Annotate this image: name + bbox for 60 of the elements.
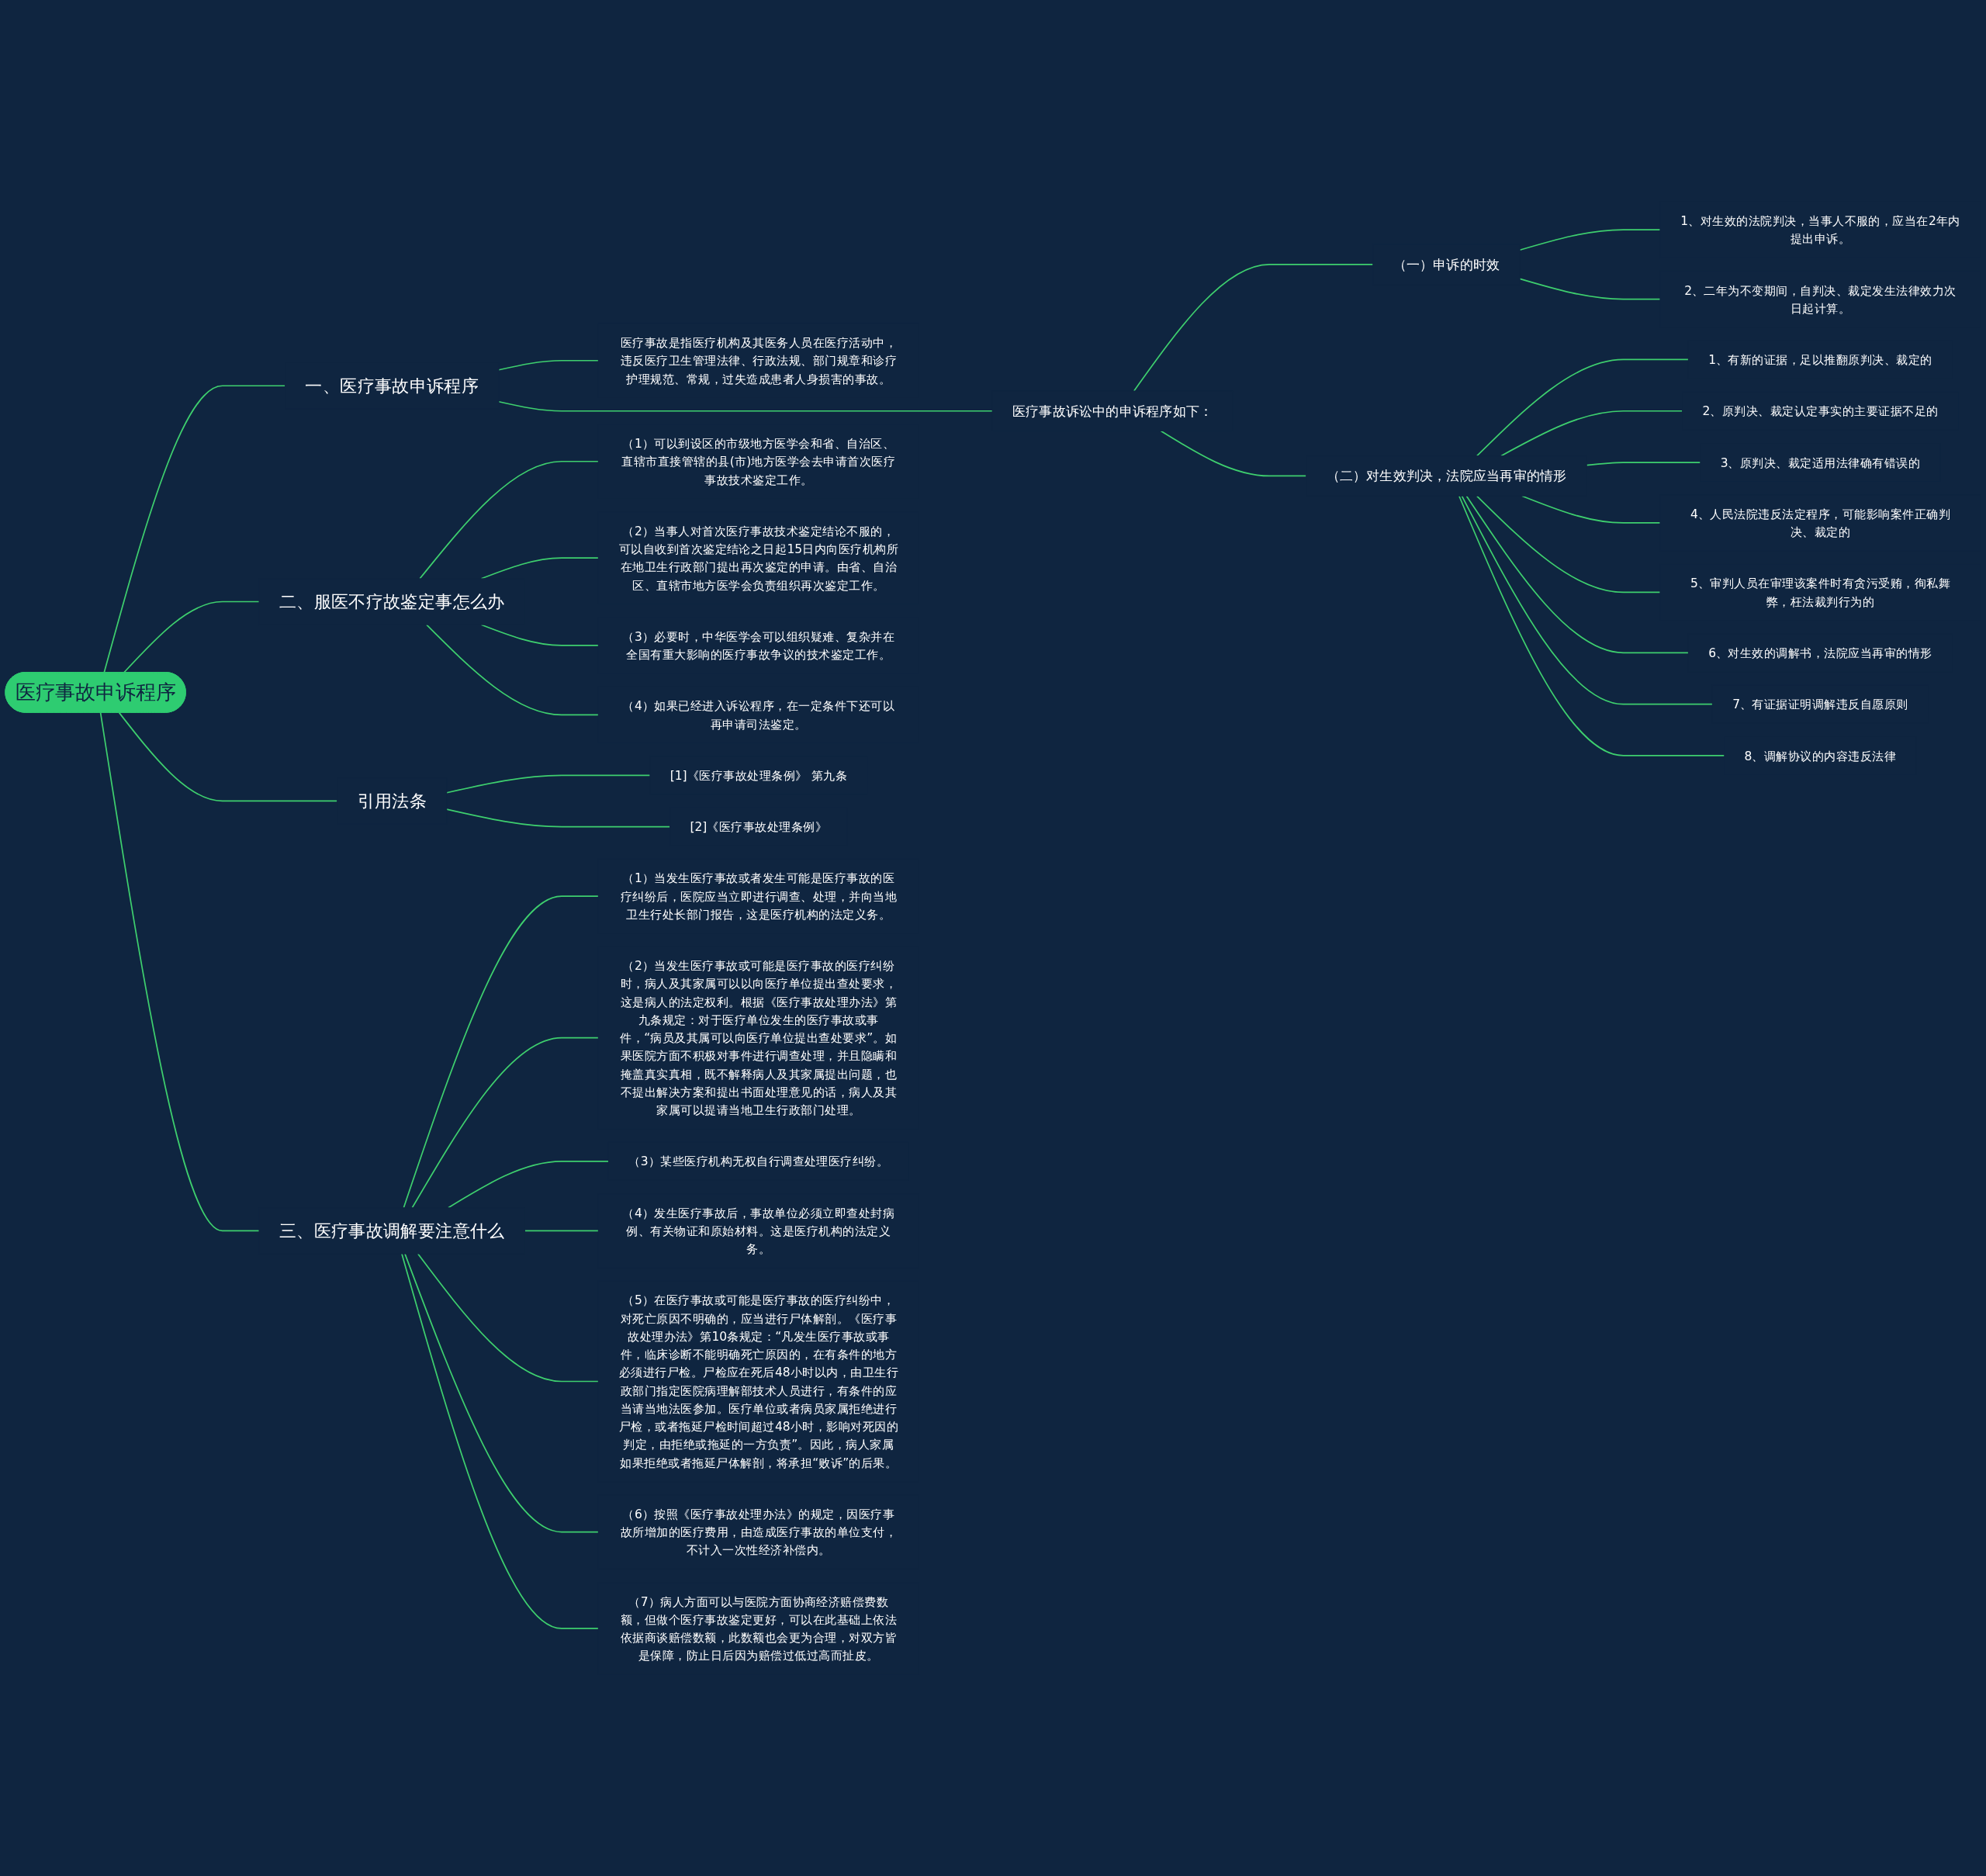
node-text: （3）某些医疗机构无权自行调查处理医疗纠纷。 xyxy=(628,1154,889,1168)
node-text: 2、二年为不变期间，自判决、裁定发生法律效力次日起计算。 xyxy=(1684,282,1957,316)
node-text: （1）当发生医疗事故或者发生可能是医疗事故的医疗纠纷后，医院应当立即进行调查、处理，并向当地卫生行处长部门报告，这是医疗机构的法定义务。 xyxy=(620,871,898,922)
connector xyxy=(446,774,651,794)
node-text: 三、医疗事故调解要注意什么 xyxy=(279,1220,505,1241)
connector xyxy=(419,460,600,580)
node-text: [2]《医疗事故处理条例》 xyxy=(690,819,828,834)
node-text: 4、人民法院违反法定程序，可能影响案件正确判决、裁定的 xyxy=(1690,507,1951,539)
connector xyxy=(1476,358,1690,457)
node-text: 一、医疗事故申诉程序 xyxy=(305,375,479,396)
connector xyxy=(1519,229,1661,251)
node-text: 1、有新的证据，足以推翻原判决、裁定的 xyxy=(1708,352,1932,367)
connector xyxy=(1586,462,1701,466)
connector xyxy=(1519,278,1661,300)
node-text: [1]《医疗事故处理条例》 第九条 xyxy=(669,768,847,783)
connector xyxy=(99,711,260,1232)
node-text: （5）在医疗事故或可能是医疗事故的医疗纠纷中，对死亡原因不明确的，应当进行尸体解剖。《医疗事故处理办法》第10条规定：“凡发生医疗事故或事件，临床诊断不能明确死亡原因的，在有条件的地方必须进行尸检。尸检应在死后48小时以内，由卫生行政部门指定医院病理解部技术人员进行，有条件的应当请当地法医参加。医疗单位或者病员家属拒绝进行尸检，或者拖延尸检时间超过48小时，影响对死因的判定，由拒绝或拖延的一方负责”。因此，病人家属如果拒绝或者拖延尸体解剖，将承担“败诉”的后果。 xyxy=(618,1293,899,1469)
connector xyxy=(498,400,993,412)
node-text: 医疗事故诉讼中的申诉程序如下： xyxy=(1012,403,1213,419)
connector xyxy=(498,359,600,371)
connector xyxy=(447,1160,610,1209)
node-text: （4）发生医疗事故后，事故单位必须立即查处封病例、有关物证和原始材料。这是医疗机构的法定义务。 xyxy=(622,1205,895,1256)
connector xyxy=(1160,430,1307,477)
connector xyxy=(401,1253,600,1629)
node-text: 8、调解协议的内容违反法律 xyxy=(1744,748,1897,763)
node-text: 5、审判人员在审理该案件时有贪污受贿，徇私舞弊，枉法裁判行为的 xyxy=(1690,576,1951,608)
connector xyxy=(1521,495,1661,524)
node-text: （2）当事人对首次医疗事故技术鉴定结论不服的，可以自收到首次鉴定结论之日起15日内向医疗机构所在地卫生行政部门提出再次鉴定的申请。由省、自治区、直辖市地方医学会负责组织再次鉴定工作。 xyxy=(618,524,899,592)
connector xyxy=(118,711,338,802)
node-text: 引用法条 xyxy=(357,790,427,811)
connector xyxy=(1458,495,1725,756)
node-text: （1）可以到设区的市级地方医学会和省、自治区、直辖市直接管辖的县(市)地方医学会去申请首次医疗事故技术鉴定工作。 xyxy=(621,436,896,486)
connector xyxy=(404,1253,600,1533)
node-text: （3）必要时，中华医学会可以组织疑难、复杂并在全国有重大影响的医疗事故争议的技术鉴定工作。 xyxy=(622,629,895,662)
connector xyxy=(425,624,600,716)
node-text: 3、原判决、裁定适用法律确有错误的 xyxy=(1720,455,1921,469)
node-text: 1、对生效的法院判决，当事人不服的，应当在2年内提出申诉。 xyxy=(1680,213,1960,246)
node-text: （2）当发生医疗事故或可能是医疗事故的医疗纠纷时，病人及其家属可以以向医疗单位提出查处要求，这是病人的法定权利。根据《医疗事故处理办法》第九条规定：对于医疗单位发生的医疗事故或事件，“病员及其属可以向医疗单位提出查处要求”。如果医院方面不积极对事件进行调查处理，并且隐瞒和掩盖真实真相，既不解释病人及其家属提出问题，也不提出解决方案和提出书面处理意见的话，病人及其家属可以提请当地卫生行政部门处理。 xyxy=(620,958,898,1117)
node-text: （6）按照《医疗事故处理办法》的规定，因医疗事故所增加的医疗费用，由造成医疗事故的单位支付，不计入一次性经济补偿内。 xyxy=(620,1507,898,1557)
connector xyxy=(403,895,600,1209)
connector xyxy=(1500,410,1683,457)
connector xyxy=(103,385,286,673)
connector xyxy=(1476,495,1661,594)
node-text: （7）病人方面可以与医院方面协商经济赔偿费数额，但做个医疗事故鉴定更好，可以在此基础上依法依据商谈赔偿数额，此数额也会更为合理，对双方皆是保障，防止日后因为赔偿过低过高而扯皮。 xyxy=(620,1594,898,1663)
connector xyxy=(1465,495,1690,654)
connector xyxy=(417,1253,600,1383)
connector xyxy=(524,1230,600,1232)
node-text: （一）申诉的时效 xyxy=(1393,256,1500,272)
node-text: （4）如果已经进入诉讼程序，在一定条件下还可以再申请司法鉴定。 xyxy=(622,698,895,731)
node-text: 二、服医不疗故鉴定事怎么办 xyxy=(279,591,505,611)
node-text: （二）对生效判决，法院应当再审的情形 xyxy=(1326,467,1567,484)
connector xyxy=(123,601,260,673)
node-text: 2、原判决、裁定认定事实的主要证据不足的 xyxy=(1702,403,1939,418)
node-text: 医疗事故是指医疗机构及其医务人员在医疗活动中，违反医疗卫生管理法律、行政法规、部门规章和诊疗护理规范、常规，过失造成患者人身损害的事故。 xyxy=(620,335,898,386)
connector xyxy=(446,808,671,828)
connector xyxy=(1461,495,1714,705)
node-text: 6、对生效的调解书，法院应当再审的情形 xyxy=(1708,646,1932,660)
node-text: 7、有证据证明调解违反自愿原则 xyxy=(1732,697,1908,711)
connector xyxy=(411,1037,600,1209)
connector xyxy=(1133,263,1374,392)
